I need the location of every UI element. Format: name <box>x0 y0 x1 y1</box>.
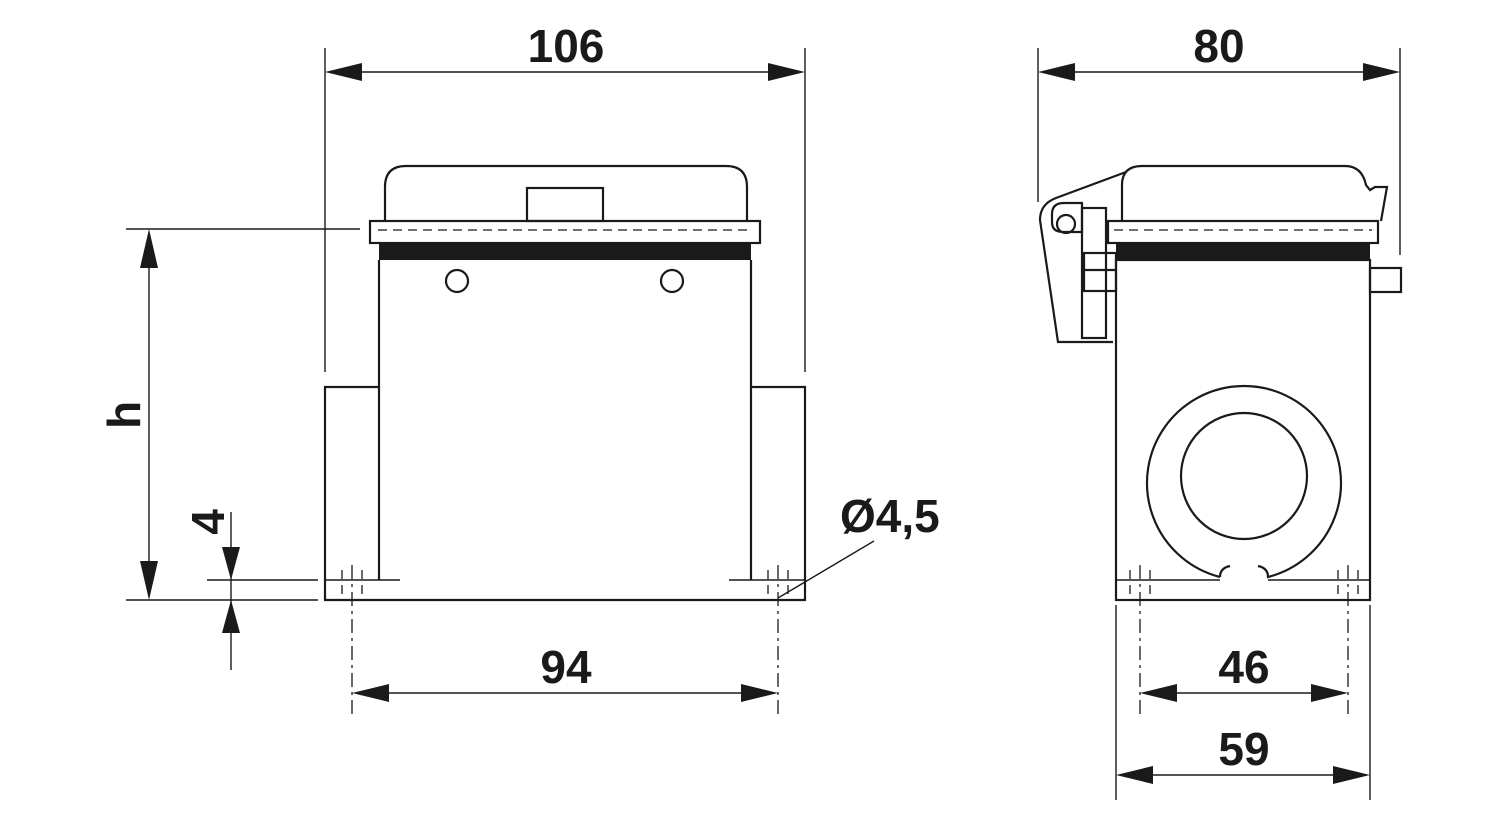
front-flange <box>368 219 762 245</box>
dimension-106-label: 106 <box>528 20 605 72</box>
dimension-h-label: h <box>98 401 150 429</box>
front-cover <box>383 164 749 221</box>
side-seal-band <box>1116 243 1370 260</box>
side-body <box>1114 258 1372 602</box>
hole-diameter-leader <box>777 540 875 599</box>
side-cover <box>1120 164 1389 222</box>
front-seal-band <box>379 243 751 260</box>
front-cover-tab <box>525 186 605 223</box>
front-view: 106 94 <box>98 20 940 718</box>
side-view: 80 4 <box>1037 20 1403 800</box>
dimension-hole-diameter-label: Ø4,5 <box>840 490 940 542</box>
side-flange <box>1106 219 1380 245</box>
dimension-4-label: 4 <box>182 509 234 535</box>
dimension-80-label: 80 <box>1193 20 1244 72</box>
side-hinge-pin <box>1055 213 1077 235</box>
side-cable-entry-inner <box>1179 411 1309 541</box>
front-screw-hole-left <box>444 268 470 294</box>
side-lid-hinge <box>1038 170 1127 344</box>
dimension-46-label: 46 <box>1218 641 1269 693</box>
front-screw-hole-right <box>659 268 685 294</box>
dimension-59-label: 59 <box>1218 723 1269 775</box>
side-locking-pin <box>1368 266 1403 294</box>
front-body <box>323 260 807 602</box>
side-cable-entry-outer <box>1145 385 1343 579</box>
dimension-94-label: 94 <box>540 641 592 693</box>
